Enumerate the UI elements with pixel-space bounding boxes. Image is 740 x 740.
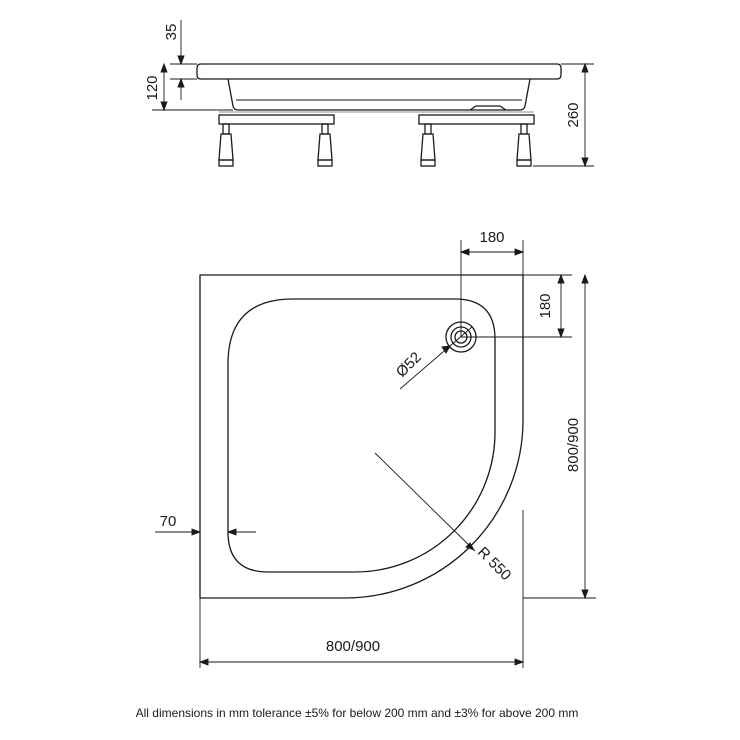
dim-waste-diameter-label: Ø52 [393,349,425,381]
tray-body [227,78,531,111]
dim-waste-y-label: 180 [537,293,554,318]
leg [317,123,333,167]
tray-rim [196,63,562,80]
dim-radius-label: R 550 [474,544,514,584]
leg [420,123,436,167]
plan-dimension-lines [155,240,596,668]
leg [218,123,234,167]
support-frame-right [418,114,535,125]
tray-outline [199,274,524,599]
dim-height-label: 800/900 [565,418,582,472]
dim-left-label: 120 [144,75,161,100]
plan-view [155,240,596,668]
dim-width-label: 800/900 [326,638,380,655]
support-frame-left [218,114,335,125]
dim-waste-x-label: 180 [479,229,504,246]
side-view [152,20,594,168]
dim-right-label: 260 [565,102,582,127]
dimensions-note: All dimensions in mm tolerance ±5% for b… [135,706,579,720]
side-dimension-lines [152,20,594,168]
dim-top-label: 35 [163,24,180,41]
leg [516,123,532,167]
tray-basin [227,298,496,573]
waste-outlet [469,105,507,111]
dim-edge-label: 70 [160,513,177,530]
